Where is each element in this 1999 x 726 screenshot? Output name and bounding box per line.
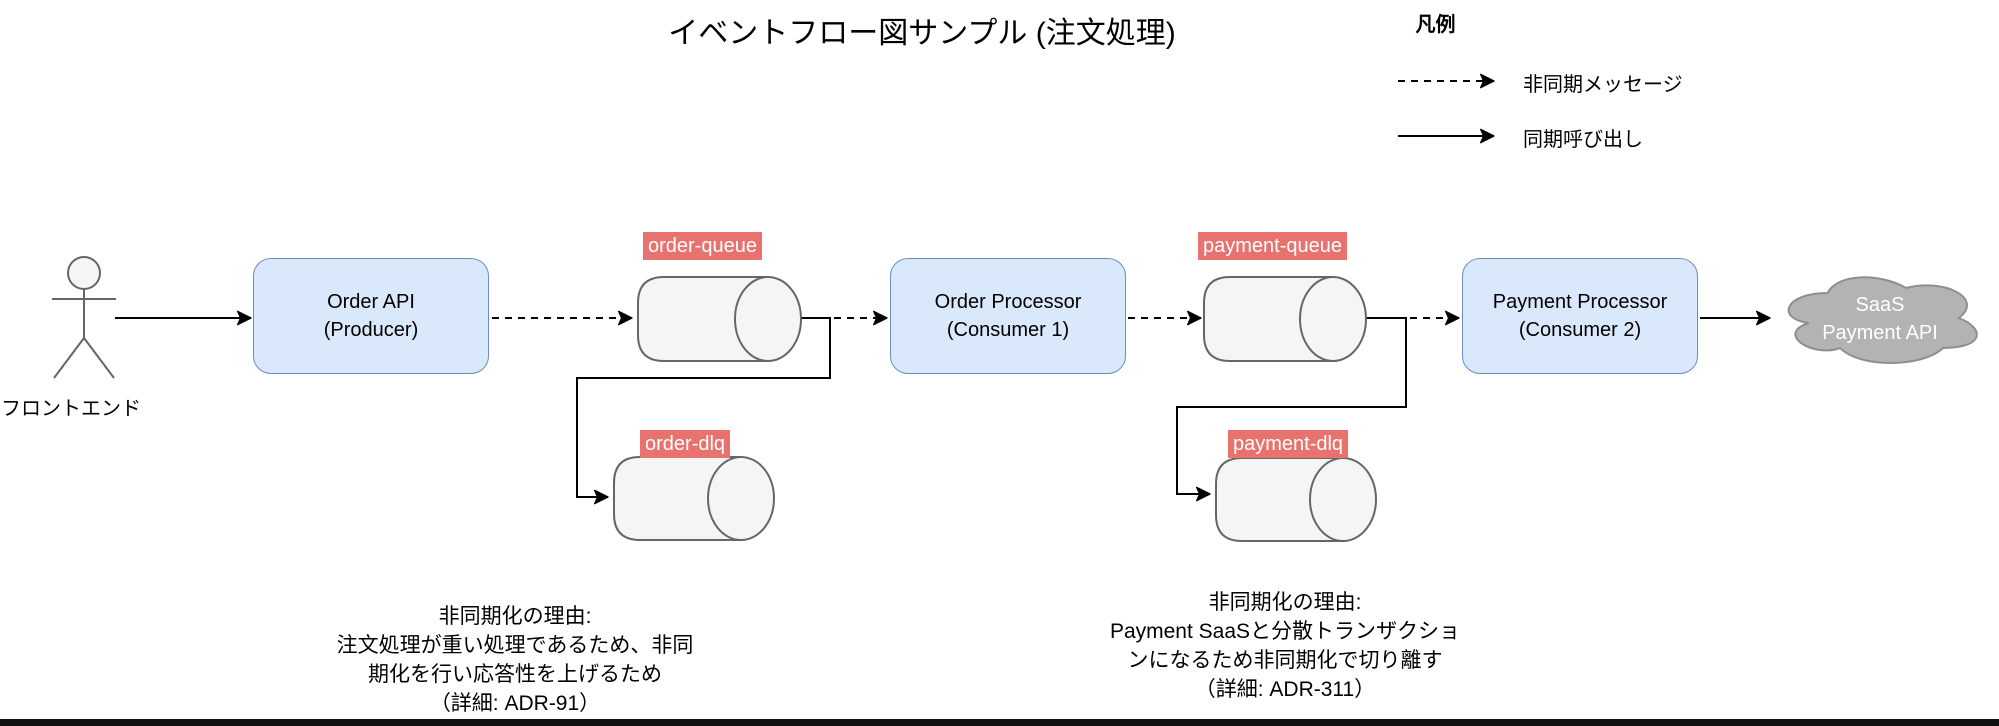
- payment-dlq-label: payment-dlq: [1228, 430, 1349, 458]
- connector-paymentqueue-to-paymentdlq: [1176, 317, 1407, 502]
- payment-processor-node: Payment Processor (Consumer 2): [1462, 258, 1698, 374]
- note-payment-async-reason: 非同期化の理由: Payment SaaSと分散トランザクショ ンになるため非同…: [1060, 588, 1510, 704]
- order-processor-label-line1: Order Processor: [934, 291, 1082, 313]
- order-processor-node: Order Processor (Consumer 1): [890, 258, 1126, 374]
- order-queue-cylinder: [637, 276, 802, 362]
- order-dlq-cylinder: [613, 456, 775, 541]
- note-left-line1: 非同期化の理由:: [438, 605, 592, 628]
- saas-cloud-label-line1: SaaS: [1855, 294, 1905, 316]
- connector-orderqueue-to-orderdlq: [576, 317, 831, 505]
- frontend-actor-figure: [52, 256, 116, 379]
- note-right-line2: Payment SaaSと分散トランザクショ: [1109, 620, 1461, 643]
- legend-async-label: 非同期メッセージ: [1523, 74, 1683, 96]
- note-left-line4: （詳細: ADR-91）: [429, 692, 601, 715]
- payment-queue-label: payment-queue: [1198, 232, 1347, 260]
- diagram-title: イベントフロー図サンプル (注文処理): [668, 17, 1176, 50]
- note-order-async-reason: 非同期化の理由: 注文処理が重い処理であるため、非同 期化を行い応答性を上げるた…: [285, 602, 745, 718]
- note-right-line4: （詳細: ADR-311）: [1194, 678, 1376, 701]
- note-right-line3: ンになるため非同期化で切り離す: [1127, 649, 1443, 672]
- order-dlq-label: order-dlq: [640, 430, 731, 458]
- legend-title: 凡例: [1415, 14, 1456, 36]
- legend-sync-label: 同期呼び出し: [1523, 129, 1643, 151]
- note-left-line2: 注文処理が重い処理であるため、非同: [336, 634, 694, 657]
- bottom-window-edge-bar: [0, 719, 1999, 726]
- note-left-line3: 期化を行い応答性を上げるため: [368, 663, 662, 686]
- order-queue-label: order-queue: [643, 232, 762, 260]
- order-api-label-line2: (Producer): [323, 319, 419, 341]
- order-api-node: Order API (Producer): [253, 258, 489, 374]
- payment-dlq-cylinder: [1215, 457, 1377, 542]
- frontend-label: フロントエンド: [1, 398, 141, 420]
- payment-processor-label-line1: Payment Processor: [1492, 291, 1668, 313]
- saas-cloud-label-line2: Payment API: [1822, 322, 1938, 344]
- order-api-label-line1: Order API: [327, 291, 415, 313]
- saas-cloud: [1787, 276, 1978, 364]
- saas-cloud-label: SaaS Payment API: [1795, 291, 1965, 347]
- order-processor-label-line2: (Consumer 1): [946, 319, 1070, 341]
- payment-processor-label-line2: (Consumer 2): [1518, 319, 1642, 341]
- payment-queue-cylinder: [1203, 276, 1367, 362]
- note-right-line1: 非同期化の理由:: [1208, 591, 1362, 614]
